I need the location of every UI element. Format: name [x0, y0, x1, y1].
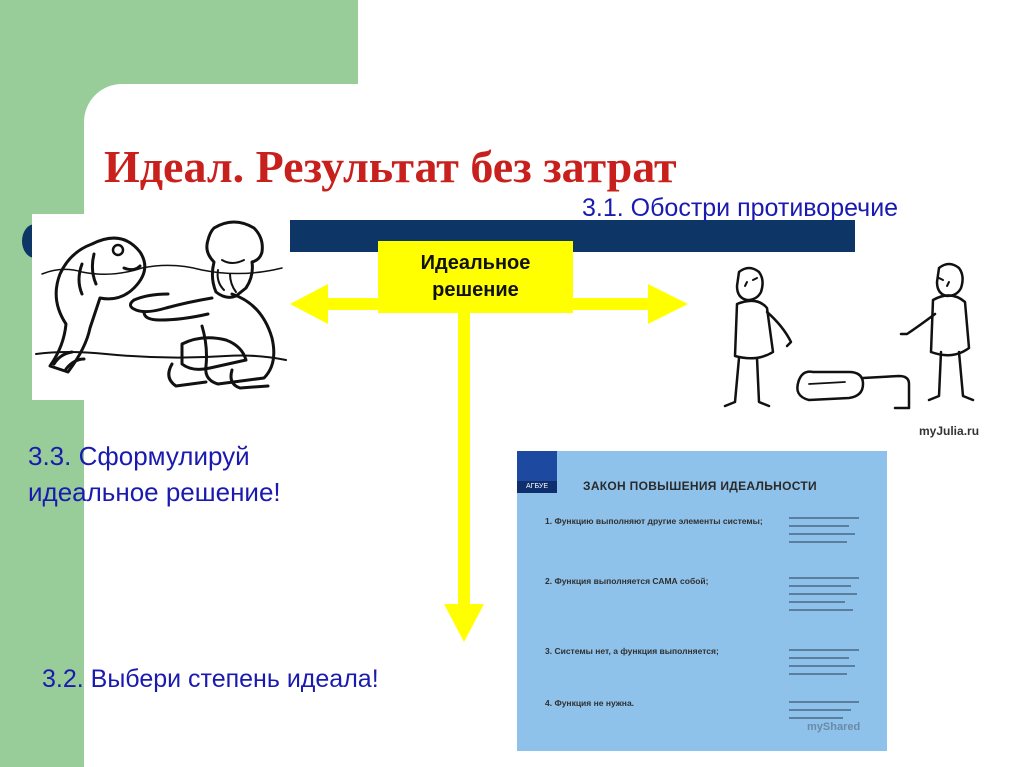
law-note-line — [789, 601, 845, 603]
two-men-illustration: myJulia.ru — [697, 252, 997, 442]
step-3-3-text: 3.3. Сформулируй идеальное решение! — [28, 441, 281, 507]
ideality-law-slide: АГБУЕ ЗАКОН ПОВЫШЕНИЯ ИДЕАЛЬНОСТИ 1. Фун… — [517, 451, 887, 751]
law-note-line — [789, 649, 859, 651]
law-item-4: 4. Функция не нужна. — [545, 698, 635, 708]
law-note-line — [789, 577, 859, 579]
law-slide-logo-text: АГБУЕ — [517, 481, 557, 493]
law-note-line — [789, 665, 855, 667]
slide-title: Идеал. Результат без затрат — [104, 141, 677, 192]
fisherman-fish-illustration — [32, 214, 288, 400]
law-note-line — [789, 673, 847, 675]
law-note-line — [789, 541, 847, 543]
step-3-1-text: 3.1. Обостри противоречие — [582, 194, 899, 222]
law-item-1: 1. Функцию выполняют другие элементы сис… — [545, 516, 763, 526]
law-note-line — [789, 585, 851, 587]
ideal-solution-label: Идеальное решение — [420, 252, 531, 301]
ideal-solution-box: Идеальное решение — [378, 241, 573, 313]
law-item-3: 3. Системы нет, а функция выполняется; — [545, 646, 719, 656]
law-note-line — [789, 709, 851, 711]
law-note-line — [789, 593, 857, 595]
law-note-line — [789, 717, 843, 719]
law-note-line — [789, 657, 849, 659]
law-note-line — [789, 533, 855, 535]
law-note-line — [789, 701, 859, 703]
law-slide-title: ЗАКОН ПОВЫШЕНИЯ ИДЕАЛЬНОСТИ — [583, 479, 817, 493]
step-3-2-text: 3.2. Выбери степень идеала! — [42, 665, 379, 693]
watermark-julia: myJulia.ru — [919, 424, 980, 438]
watermark-shared: myShared — [807, 721, 861, 733]
law-item-2: 2. Функция выполняется САМА собой; — [545, 576, 709, 586]
law-note-line — [789, 517, 859, 519]
law-note-line — [789, 609, 853, 611]
law-note-line — [789, 525, 849, 527]
